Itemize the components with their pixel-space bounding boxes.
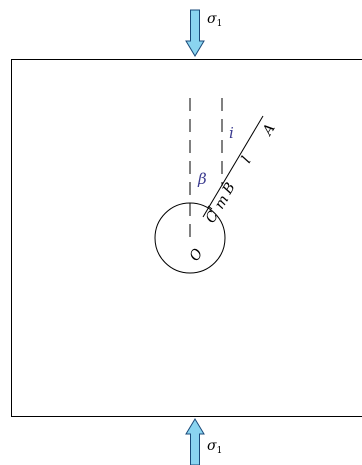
- point-A-label: A: [259, 121, 279, 140]
- top-sigma-label: σ1: [207, 11, 222, 29]
- bottom-sigma-label: σ1: [207, 438, 222, 456]
- bottom-sigma-subscript: 1: [217, 446, 223, 456]
- i-label: i: [229, 124, 234, 142]
- crack-tick-mark: [207, 205, 213, 210]
- angle-beta-label: β: [197, 170, 207, 188]
- top-sigma-symbol: σ: [207, 11, 217, 27]
- inclined-crack-line: [202, 115, 264, 218]
- top-sigma-subscript: 1: [217, 19, 223, 29]
- top-stress-arrow: [185, 9, 205, 57]
- length-l-label: l: [239, 154, 255, 166]
- circular-hole: [154, 202, 226, 274]
- bottom-sigma-symbol: σ: [207, 438, 217, 454]
- specimen-boundary: [11, 59, 362, 417]
- center-O-label: O: [187, 246, 207, 265]
- bottom-stress-arrow: [185, 418, 205, 465]
